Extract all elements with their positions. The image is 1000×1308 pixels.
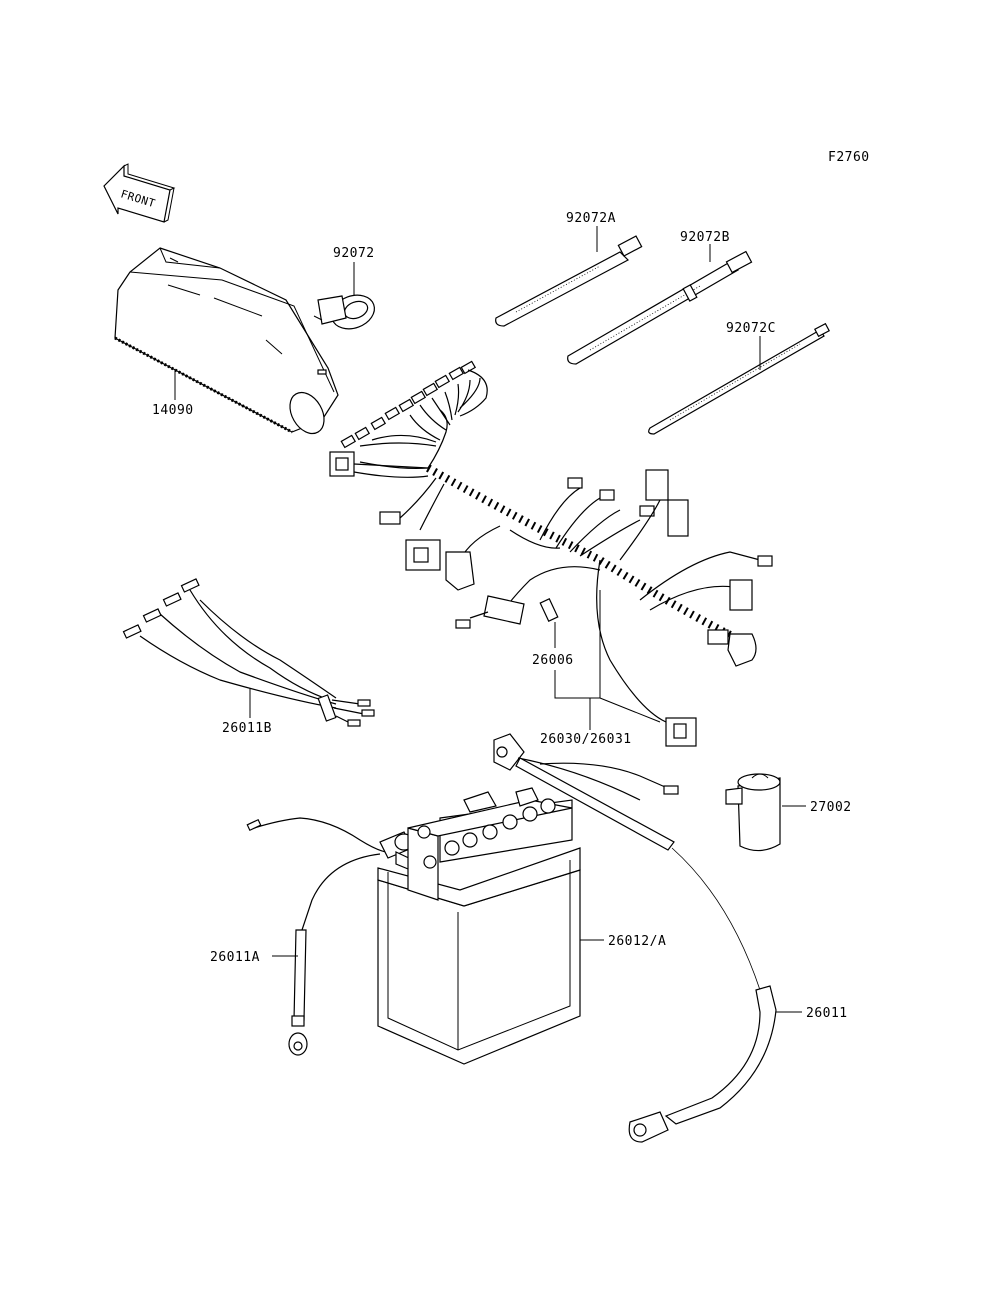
clamp-92072 — [313, 294, 375, 330]
leader-26006-26030 — [554, 590, 601, 699]
callout-92072c: 92072C — [726, 321, 776, 336]
callout-26011a: 26011A — [210, 950, 260, 965]
callout-26011: 26011 — [806, 1006, 848, 1021]
callout-26030-26031: 26030/26031 — [540, 732, 632, 747]
cable-26011 — [493, 733, 777, 1143]
fuse-26006 — [539, 598, 559, 622]
leader-lines — [174, 226, 806, 1013]
leader-26030-26031 — [589, 697, 661, 730]
callout-14090: 14090 — [152, 403, 194, 418]
main-harness-26030 — [329, 360, 773, 747]
callout-26006: 26006 — [532, 653, 574, 668]
callout-92072a: 92072A — [566, 211, 616, 226]
battery-26012 — [377, 787, 581, 1065]
cover-14090 — [114, 247, 339, 435]
callout-26011b: 26011B — [222, 721, 272, 736]
harness-26011b — [122, 578, 375, 727]
callout-92072: 92072 — [333, 246, 375, 261]
band-92072a — [495, 235, 643, 327]
relay-27002 — [725, 773, 781, 852]
cable-26011a — [246, 817, 414, 1056]
callout-92072b: 92072B — [680, 230, 730, 245]
figure-code: F2760 — [828, 150, 870, 165]
front-arrow-icon: FRONT — [103, 163, 176, 223]
callout-26012: 26012/A — [608, 934, 666, 949]
band-92072c — [648, 322, 830, 435]
callout-27002: 27002 — [810, 800, 852, 815]
band-92072b — [567, 250, 753, 365]
